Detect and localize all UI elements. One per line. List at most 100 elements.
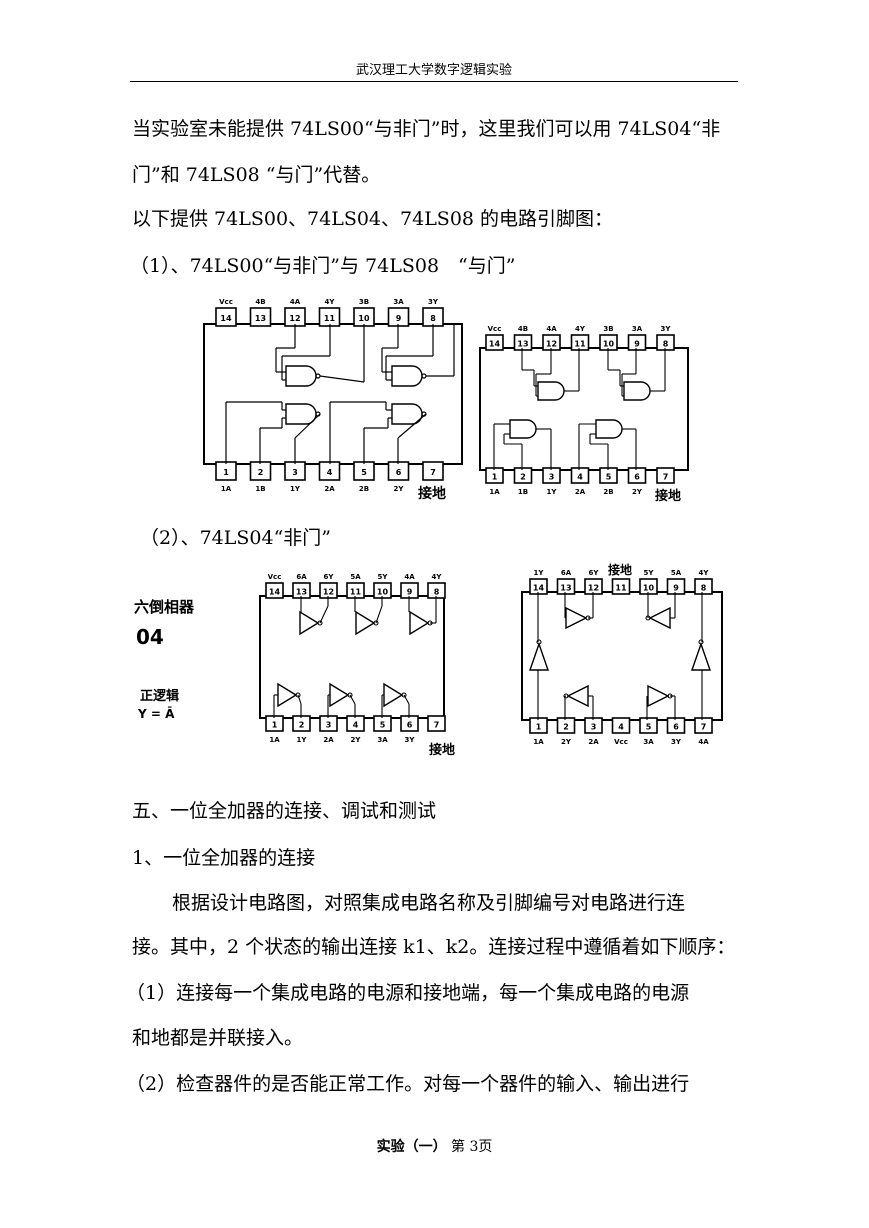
page-header: 武汉理工大学数字逻辑实验 xyxy=(355,63,512,78)
logic-equation: Y = Ā xyxy=(137,707,175,721)
pin-label: 3A xyxy=(632,326,643,333)
pin-label: 4A xyxy=(404,573,415,581)
paragraph-line: 和地都是并联接入。 xyxy=(132,1027,304,1049)
inverter-bubble xyxy=(698,639,704,645)
pin-number: 8 xyxy=(663,340,669,349)
pin-label: 5A xyxy=(350,573,361,581)
paragraph-line: 以下提供 74LS00、74LS04、74LS08 的电路引脚图： xyxy=(132,208,614,230)
pin-number: 13 xyxy=(255,314,266,323)
pin-number: 14 xyxy=(489,340,501,349)
pin-label: 4A xyxy=(698,738,709,746)
pin-number: 6 xyxy=(396,468,402,477)
pin-label: Vcc xyxy=(219,298,233,306)
inverter-bubble xyxy=(563,693,569,699)
wire xyxy=(319,375,365,383)
pin-label: 1Y xyxy=(547,488,558,496)
pin-label: 4Y xyxy=(575,326,586,333)
pin-number: 12 xyxy=(289,314,300,323)
pin-label: 1Y xyxy=(297,736,308,744)
and-gate xyxy=(595,419,623,439)
pin-label: 4A xyxy=(290,298,301,306)
pin-number: 2 xyxy=(258,468,264,477)
pin-label: 4A xyxy=(546,326,557,333)
pin-label: 5A xyxy=(671,569,682,577)
pin-label: 3Y xyxy=(428,298,439,306)
pin-number: 1 xyxy=(223,468,229,477)
pin-label: 1B xyxy=(518,488,528,496)
inverter-gate xyxy=(383,682,404,708)
subsection-heading: 1、一位全加器的连接 xyxy=(132,847,316,869)
ls00-pinout-diagram: 14Vcc11A134B21B124A31Y114Y42A103B52B93A6… xyxy=(203,298,463,502)
top-pin xyxy=(627,334,647,351)
pin-number: 9 xyxy=(407,588,413,597)
pin-label: 1A xyxy=(489,488,500,496)
inverter-gate xyxy=(691,641,711,671)
inverter-gate xyxy=(529,641,549,671)
pin-label: 1Y xyxy=(290,485,301,493)
top-pin xyxy=(666,578,686,595)
and-gate xyxy=(623,381,651,401)
ground-label: 接地 xyxy=(429,742,455,758)
pin-number: 12 xyxy=(323,588,334,597)
top-pin xyxy=(611,578,631,595)
pin-label: 3A xyxy=(643,738,654,746)
pin-number: 3 xyxy=(591,723,597,732)
wire xyxy=(294,413,321,439)
pin-number: 1 xyxy=(536,723,542,732)
pin-number: 13 xyxy=(517,340,528,349)
bottom-pin xyxy=(639,717,658,734)
and-gate xyxy=(537,381,565,401)
pin-number: 11 xyxy=(574,340,586,349)
pin-label: 5Y xyxy=(644,569,655,577)
chip-body xyxy=(521,591,723,721)
bottom-pin xyxy=(513,467,533,484)
pin-number: 11 xyxy=(350,588,362,597)
paragraph-line: （2）检查器件的是否能正常工作。对每一个器件的输入、输出进行 xyxy=(126,1073,690,1095)
pin-label: 1A xyxy=(221,485,232,493)
top-pin xyxy=(249,307,272,327)
pin-number: 7 xyxy=(663,473,669,482)
pin-number: 8 xyxy=(701,584,707,593)
pin-label: 6A xyxy=(296,573,307,581)
pin-number: 10 xyxy=(358,314,370,323)
paragraph-line: 根据设计电路图，对照集成电路名称及引脚编号对电路进行连 xyxy=(172,892,686,914)
pin-number: 5 xyxy=(380,721,386,730)
list-item-1: （1）、74LS00“与非门”与 74LS08 “与门” xyxy=(130,255,516,277)
side-code: 04 xyxy=(136,625,164,649)
paragraph-line: 门”和 74LS08 “与门”代替。 xyxy=(132,164,381,186)
pin-label: 3B xyxy=(603,326,613,333)
pin-number: 4 xyxy=(577,473,583,482)
paragraph-line: （1）连接每一个集成电路的电源和接地端，每一个集成电路的电源 xyxy=(126,982,690,1004)
pin-label: 1B xyxy=(255,485,265,493)
pin-number: 9 xyxy=(673,584,679,593)
inverter-gate xyxy=(329,682,350,708)
pin-number: 4 xyxy=(353,721,359,730)
pin-label: 4Y xyxy=(699,569,710,577)
pin-number: 6 xyxy=(407,721,413,730)
pin-label: 2A xyxy=(588,738,599,746)
inverter-gate xyxy=(409,610,430,636)
nand-gate xyxy=(285,403,317,425)
footer-page: 第 3页 xyxy=(451,1139,493,1155)
pin-number: 12 xyxy=(588,584,599,593)
pin-number: 10 xyxy=(643,584,655,593)
inverter-gate xyxy=(566,684,589,708)
inverter-gate xyxy=(355,610,376,636)
wire xyxy=(375,605,383,624)
inverter-bubble xyxy=(401,692,407,698)
bottom-pin xyxy=(427,715,446,732)
pin-label: 6Y xyxy=(324,573,335,581)
pin-number: 2 xyxy=(299,721,305,730)
inverter-gate xyxy=(648,606,671,630)
pin-number: 12 xyxy=(546,340,557,349)
paragraph-line: 当实验室未能提供 74LS00“与非门”时，这里我们可以用 74LS04“非 xyxy=(132,118,721,140)
page-footer: 实验（一） 第 3页 xyxy=(0,1136,869,1156)
pin-number: 9 xyxy=(396,314,402,323)
pin-number: 5 xyxy=(606,473,612,482)
pin-number: 14 xyxy=(533,584,545,593)
pin-label: 4Y xyxy=(325,298,336,306)
pin-number: 1 xyxy=(492,473,498,482)
top-pin xyxy=(513,334,533,351)
ground-label: 接地 xyxy=(608,562,632,577)
list-item-2: （2）、74LS04“非门” xyxy=(140,527,332,549)
